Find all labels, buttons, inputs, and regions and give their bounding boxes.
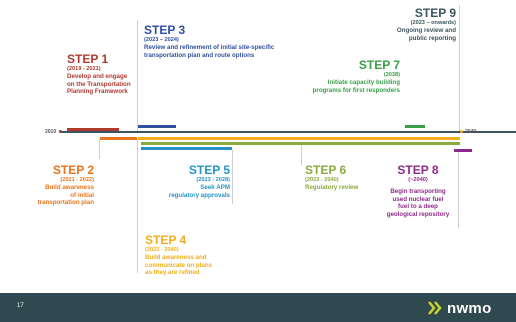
step-7: STEP 7 (2038) Initiate capacity building… bbox=[308, 59, 400, 94]
footer-bar: 17 nwmo bbox=[0, 293, 516, 322]
step9-connector-line bbox=[459, 5, 461, 131]
step-1-description: Develop and engage on the Transportation… bbox=[67, 73, 131, 96]
step-3-bar bbox=[138, 125, 176, 128]
chevron-logo-icon bbox=[428, 301, 442, 315]
step-9-title: STEP 9 bbox=[414, 6, 456, 20]
step-5-bar bbox=[141, 147, 232, 150]
step-2-title: STEP 2 bbox=[52, 163, 94, 177]
step-6-dates: (2023 - 2040) bbox=[305, 177, 339, 183]
step-1-dates: (2019 - 2021) bbox=[67, 66, 101, 72]
page-number: 17 bbox=[17, 303, 24, 309]
step-5: STEP 5 (2023 - 2028) Seek APM regulatory… bbox=[146, 164, 230, 199]
step-1-title: STEP 1 bbox=[67, 52, 109, 66]
step-8: STEP 8 (~2040) Begin transporting used n… bbox=[378, 164, 458, 218]
timeline-axis bbox=[60, 131, 516, 133]
step-3-description: Review and refinement of initial site-sp… bbox=[144, 44, 275, 59]
step4-connector-line bbox=[137, 139, 138, 273]
step-4-bar bbox=[138, 137, 460, 140]
step-7-bar bbox=[405, 125, 425, 128]
timeline-start-label: 2010 bbox=[45, 129, 57, 135]
step-4-description: Build awareness and communicate on plans… bbox=[145, 254, 213, 277]
step-4-dates: (2023 - 2040) bbox=[145, 247, 179, 253]
step-4: STEP 4 (2023 - 2040) Build awareness and… bbox=[145, 234, 255, 277]
timeline-start-marker bbox=[59, 130, 62, 133]
timeline-end-marker bbox=[460, 130, 463, 133]
step-3-dates: (2023 – 2024) bbox=[144, 37, 179, 43]
step-3-title: STEP 3 bbox=[144, 23, 186, 37]
step-1-bar bbox=[67, 128, 119, 131]
step3-connector-line bbox=[137, 20, 139, 132]
step-5-title: STEP 5 bbox=[188, 163, 230, 177]
step8-connector-line bbox=[458, 152, 459, 228]
step-9-description: Ongoing review and public reporting bbox=[396, 27, 456, 42]
step-4-title: STEP 4 bbox=[145, 233, 187, 247]
step-2-bar bbox=[100, 137, 137, 140]
step5-connector-line bbox=[232, 150, 233, 204]
step-2-description: Build awareness of initial transportatio… bbox=[37, 184, 94, 207]
step-6-description: Regulatory review bbox=[305, 184, 359, 191]
step6-connector-line bbox=[301, 145, 302, 165]
step2-connector-line bbox=[99, 139, 100, 159]
step-2-dates: (2021 - 2022) bbox=[60, 177, 94, 183]
step-9-dates: (2023 – onwards) bbox=[410, 20, 456, 26]
step-2: STEP 2 (2021 - 2022) Build awareness of … bbox=[20, 164, 94, 207]
step-8-dates: (~2040) bbox=[408, 177, 428, 183]
timeline-end-label: 2040 bbox=[465, 129, 477, 135]
step-1: STEP 1 (2019 - 2021) Develop and engage … bbox=[67, 53, 177, 96]
step-6: STEP 6 (2023 - 2040) Regulatory review bbox=[305, 164, 395, 192]
nwmo-logo: nwmo bbox=[428, 298, 492, 318]
step-7-title: STEP 7 bbox=[358, 58, 400, 72]
step-9: STEP 9 (2023 – onwards) Ongoing review a… bbox=[380, 7, 456, 42]
logo-text: nwmo bbox=[447, 299, 492, 317]
step-8-title: STEP 8 bbox=[397, 163, 439, 177]
step-8-bar bbox=[454, 149, 472, 152]
step-8-description: Begin transporting used nuclear fuel fue… bbox=[386, 188, 450, 218]
step-3: STEP 3 (2023 – 2024) Review and refineme… bbox=[144, 24, 334, 59]
step-6-bar bbox=[141, 142, 460, 145]
step-5-description: Seek APM regulatory approvals bbox=[168, 184, 230, 199]
step-6-title: STEP 6 bbox=[305, 163, 347, 177]
step-7-description: Initiate capacity building programs for … bbox=[312, 79, 400, 94]
step-5-dates: (2023 - 2028) bbox=[196, 177, 230, 183]
step-7-dates: (2038) bbox=[383, 72, 400, 78]
